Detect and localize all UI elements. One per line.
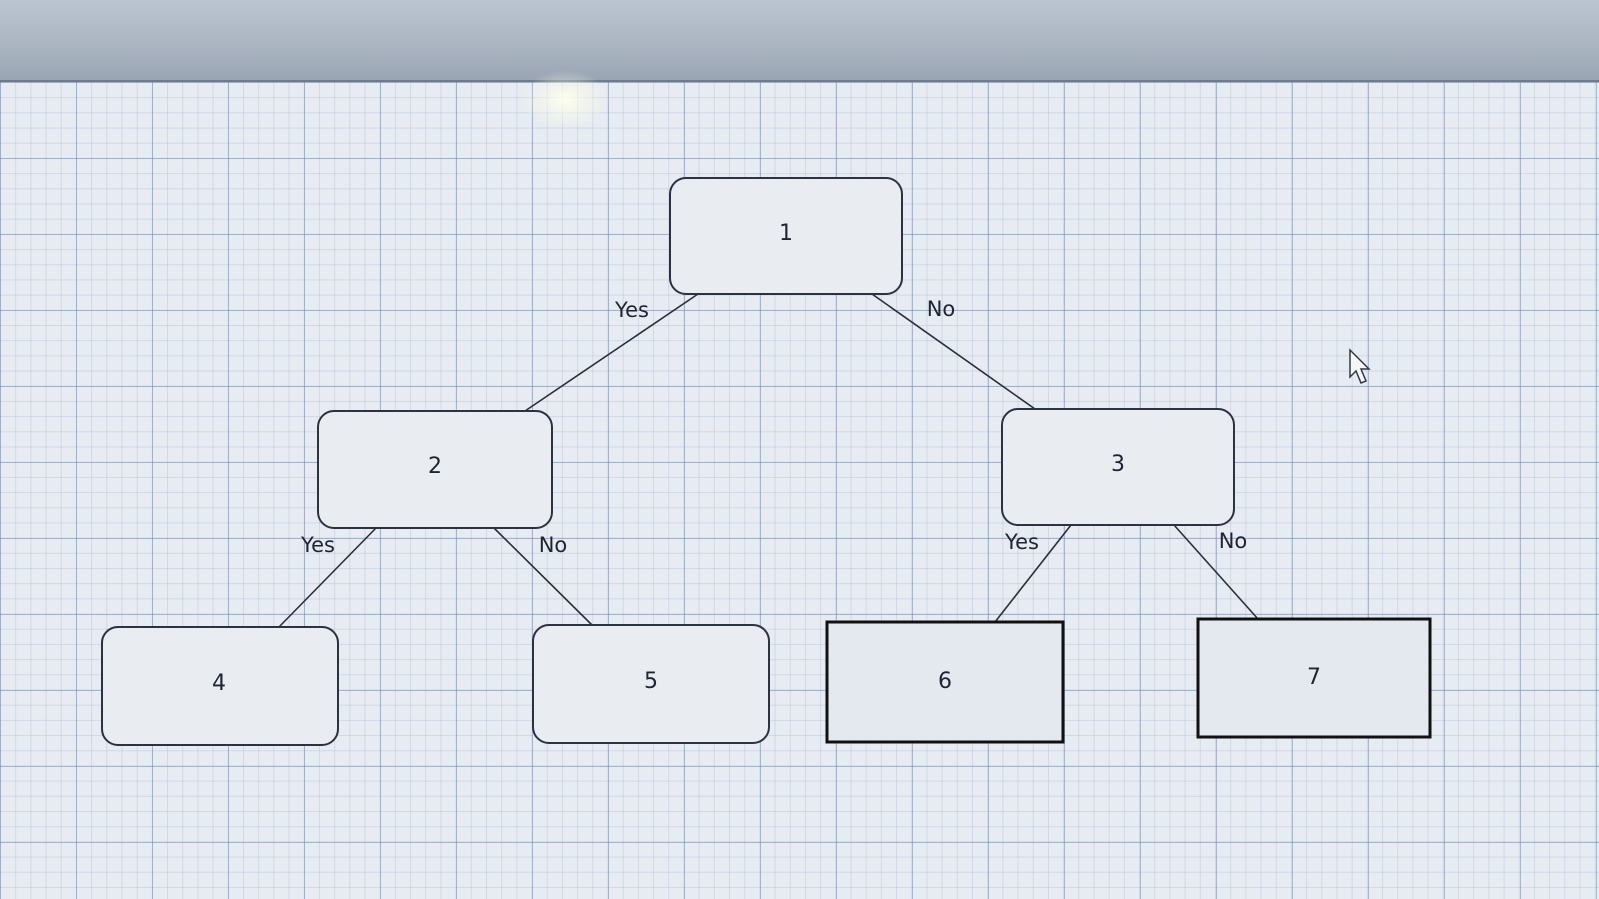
edge-n3-n6[interactable] [994, 524, 1072, 623]
node-box[interactable] [101, 626, 339, 746]
node-box[interactable] [317, 410, 553, 529]
nodes-layer: 1 2 3 4 5 6 7 [101, 177, 1432, 746]
node-box[interactable] [532, 624, 770, 744]
tree-node-3[interactable]: 3 [1001, 408, 1235, 526]
tree-node-2[interactable]: 2 [317, 410, 553, 529]
node-box[interactable] [1001, 408, 1235, 526]
node-label: 4 [212, 671, 226, 696]
mouse-pointer-icon [1349, 348, 1371, 384]
node-label: 5 [644, 669, 658, 694]
tree-node-5[interactable]: 5 [532, 624, 770, 744]
edge-label-yes: Yes [614, 298, 649, 322]
node-label: 7 [1307, 665, 1321, 690]
edge-label-no: No [927, 297, 956, 321]
edge-n1-n3[interactable] [871, 293, 1036, 410]
edge-n2-n4[interactable] [278, 527, 377, 628]
node-box[interactable] [669, 177, 903, 295]
node-box[interactable] [1196, 617, 1432, 739]
edge-n1-n2[interactable] [524, 293, 699, 412]
editor-toolbar-area [0, 0, 1599, 82]
tree-node-1[interactable]: 1 [669, 177, 903, 295]
edge-label-no: No [1219, 529, 1248, 553]
tree-node-4[interactable]: 4 [101, 626, 339, 746]
node-label: 3 [1111, 452, 1125, 477]
node-label: 1 [779, 221, 793, 246]
edge-n3-n7[interactable] [1173, 524, 1259, 620]
edge-label-yes: Yes [1004, 530, 1039, 554]
node-label: 2 [428, 454, 442, 479]
node-label: 6 [938, 669, 952, 694]
edge-n2-n5[interactable] [493, 527, 593, 626]
node-box[interactable] [825, 620, 1065, 744]
edges-layer [278, 293, 1259, 628]
edge-label-no: No [539, 533, 568, 557]
tree-node-7[interactable]: 7 [1196, 617, 1432, 739]
edge-label-yes: Yes [300, 533, 335, 557]
tree-node-6[interactable]: 6 [825, 620, 1065, 744]
